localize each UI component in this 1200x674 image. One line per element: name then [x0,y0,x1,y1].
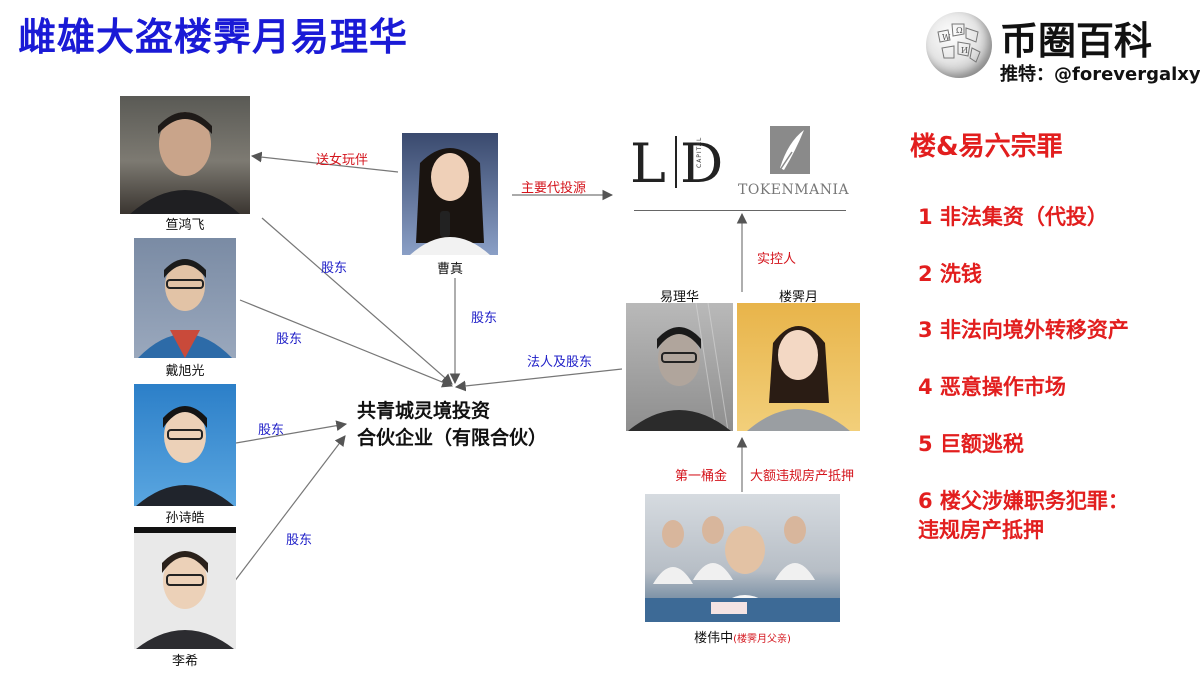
ld-capital-sub: CAPITAL [696,136,703,168]
tokenmania-text: TOKENMANIA [738,182,850,198]
arrow-p2-company [239,299,454,388]
person-label-yilihua: 易理华 [659,290,699,305]
edge-label-shareholder-5: 股东 [286,533,313,548]
edge-label-shareholder-3: 股东 [471,311,498,326]
person-label-father: 楼伟中(楼霁月父亲) [645,627,840,646]
wikipedia-globe-icon: W Ω И [926,12,992,78]
sin-item-6-cont: 违规房产抵押 [918,518,1044,542]
person-label-p3: 孙诗皓 [165,511,205,526]
sin-item-3: 3 非法向境外转移资产 [918,318,1129,342]
brand-name: 币圈百科 [1000,19,1153,63]
edge-label-shareholder-1: 股东 [321,261,348,276]
page-title: 雌雄大盗楼霁月易理华 [18,15,409,59]
edge-label-shareholder-4: 股东 [258,423,285,438]
photo-p3 [134,384,236,506]
arrow-p1-company [261,217,453,385]
edge-label-mortgage: 大额违规房产抵押 [750,469,855,484]
person-label-caozhen: 曹真 [436,262,463,277]
photo-yilihua [626,303,733,431]
logos-baseline [634,210,846,211]
person-label-p2: 戴旭光 [165,364,205,379]
edge-label-shareholder-2: 股东 [276,332,303,347]
svg-text:W: W [942,33,951,42]
ld-capital-logo: L D CAPITAL [626,128,736,195]
photo-p2 [134,238,236,358]
father-name: 楼伟中 [694,631,734,646]
person-label-p4: 李希 [171,654,198,669]
arrow-send-girl [250,151,399,173]
svg-text:И: И [961,46,968,55]
photo-p1 [120,96,250,214]
company-name-line1: 共青城灵境投资 [357,400,491,422]
photo-caozhen [402,133,498,255]
edge-label-first-gold: 第一桶金 [675,469,728,484]
sin-item-5: 5 巨额逃税 [918,432,1024,456]
company-name-line2: 合伙企业（有限合伙） [357,427,548,449]
svg-text:Ω: Ω [956,26,963,35]
sin-item-4: 4 恶意操作市场 [918,375,1066,399]
sin-item-6: 6 楼父涉嫌职务犯罪： [918,489,1129,513]
edge-label-legal-person: 法人及股东 [527,355,593,370]
photo-p4 [134,527,236,649]
svg-text:L: L [630,132,666,194]
arrow-yi-company [454,368,623,392]
company-node: 共青城灵境投资 合伙企业（有限合伙） [357,398,547,452]
person-label-louyue: 楼霁月 [778,290,818,305]
father-note: (楼霁月父亲) [733,634,791,645]
photo-father [645,494,840,622]
edge-label-send-girl: 送女玩伴 [316,153,369,168]
svg-text:D: D [680,132,723,194]
tokenmania-logo: TOKENMANIA [734,122,850,202]
photo-louyue [737,303,860,431]
person-label-p1: 笪鸿飞 [165,218,205,233]
edge-label-controller: 实控人 [757,252,797,267]
brand-handle: 推特：@forevergalxy [1000,64,1200,85]
arrow-p4-company [233,435,346,583]
sin-item-1: 1 非法集资（代投） [918,205,1108,229]
sin-item-2: 2 洗钱 [918,262,982,286]
edge-label-main-source: 主要代投源 [521,181,587,196]
arrow-p3-company [235,420,348,444]
sins-title: 楼&易六宗罪 [910,132,1063,162]
